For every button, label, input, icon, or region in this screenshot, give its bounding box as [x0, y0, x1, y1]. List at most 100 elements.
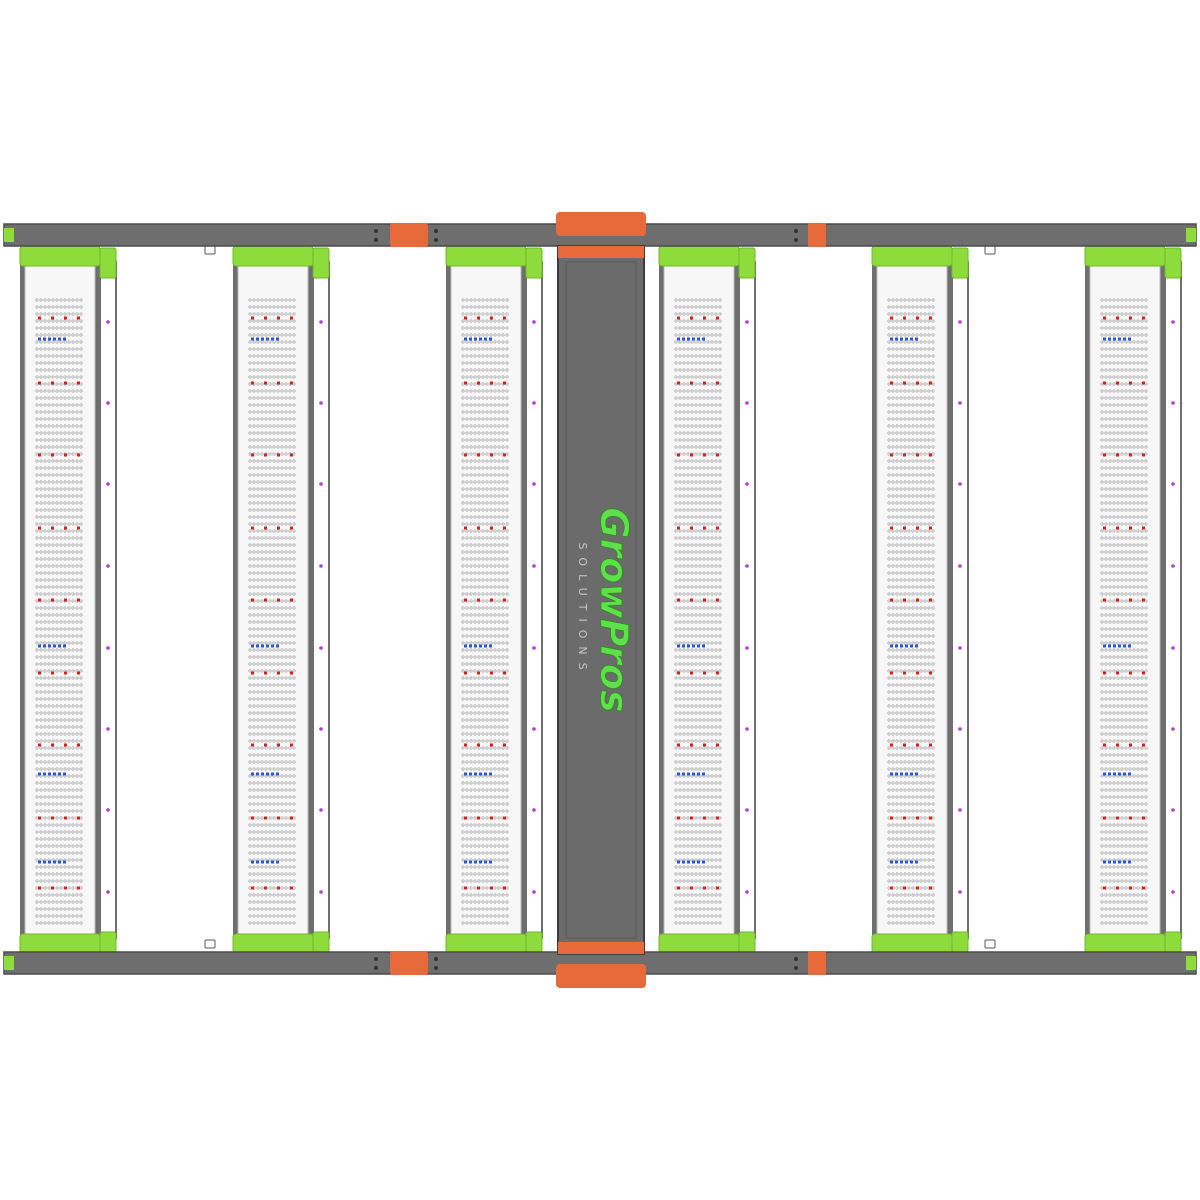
red-led: [464, 453, 467, 457]
uv-led: [532, 808, 536, 812]
red-led: [890, 886, 893, 890]
blue-led: [677, 860, 680, 864]
clip: [99, 247, 117, 279]
blue-led: [687, 860, 690, 864]
red-led: [677, 816, 680, 820]
uv-led: [1171, 401, 1175, 405]
top-bracket: [445, 245, 527, 267]
hanging-tab: [204, 939, 216, 949]
blue-led: [271, 860, 274, 864]
red-led: [690, 453, 693, 457]
side-strip: [1164, 261, 1182, 939]
uv-led: [319, 564, 323, 568]
red-led: [51, 598, 54, 602]
blue-led: [900, 337, 903, 341]
blue-led: [469, 772, 472, 776]
red-led: [277, 816, 280, 820]
blue-led: [1108, 772, 1111, 776]
red-led: [51, 316, 54, 320]
blue-led: [63, 772, 66, 776]
red-led: [277, 671, 280, 675]
clip: [738, 247, 756, 279]
red-led: [677, 526, 680, 530]
red-led: [716, 526, 719, 530]
blue-led: [58, 772, 61, 776]
blue-led: [53, 337, 56, 341]
blue-led: [489, 860, 492, 864]
red-led: [38, 886, 41, 890]
uv-led: [106, 564, 110, 568]
blue-led: [1118, 860, 1121, 864]
red-led: [51, 671, 54, 675]
red-led: [903, 743, 906, 747]
red-led: [1142, 316, 1145, 320]
hanging-tab: [204, 245, 216, 255]
red-led: [1116, 671, 1119, 675]
red-led: [264, 453, 267, 457]
blue-led: [900, 644, 903, 648]
uv-led: [106, 646, 110, 650]
clip: [99, 931, 117, 953]
blue-led: [1113, 644, 1116, 648]
red-led: [277, 453, 280, 457]
led-bar: [19, 245, 117, 955]
uv-led: [958, 727, 962, 731]
blue-led: [697, 860, 700, 864]
blue-led: [43, 772, 46, 776]
blue-led: [702, 772, 705, 776]
red-led: [490, 316, 493, 320]
clip: [1164, 247, 1182, 279]
red-led: [916, 526, 919, 530]
bar-rail: [446, 262, 451, 938]
clip: [951, 931, 969, 953]
red-led: [38, 526, 41, 530]
red-led: [703, 453, 706, 457]
blue-led: [895, 644, 898, 648]
red-led: [677, 316, 680, 320]
red-led: [1129, 598, 1132, 602]
red-led: [890, 671, 893, 675]
blue-led: [489, 772, 492, 776]
uv-led: [1171, 646, 1175, 650]
blue-led: [1113, 860, 1116, 864]
red-led: [1142, 526, 1145, 530]
red-led: [277, 886, 280, 890]
blue-led: [1123, 644, 1126, 648]
blue-led: [53, 644, 56, 648]
clip: [525, 247, 543, 279]
red-led: [1116, 316, 1119, 320]
red-led: [251, 381, 254, 385]
red-led: [703, 671, 706, 675]
red-led: [1142, 453, 1145, 457]
red-led: [490, 526, 493, 530]
red-led: [677, 886, 680, 890]
red-led: [464, 316, 467, 320]
blue-led: [910, 860, 913, 864]
blue-led: [692, 772, 695, 776]
blue-led: [464, 644, 467, 648]
blue-led: [474, 772, 477, 776]
uv-led: [1171, 890, 1175, 894]
blue-led: [271, 772, 274, 776]
red-led: [64, 671, 67, 675]
blue-led: [48, 337, 51, 341]
blue-led: [251, 337, 254, 341]
red-led: [677, 671, 680, 675]
center-driver-box: [556, 212, 646, 988]
led-bar: [445, 245, 543, 955]
red-led: [703, 526, 706, 530]
blue-led: [890, 772, 893, 776]
red-led: [77, 453, 80, 457]
side-strip: [99, 261, 117, 939]
red-led: [477, 316, 480, 320]
red-led: [929, 526, 932, 530]
blue-led: [697, 337, 700, 341]
red-led: [77, 381, 80, 385]
blue-led: [1108, 337, 1111, 341]
blue-led: [38, 772, 41, 776]
bottom-bracket: [658, 933, 740, 955]
red-led: [290, 886, 293, 890]
blue-led: [702, 644, 705, 648]
